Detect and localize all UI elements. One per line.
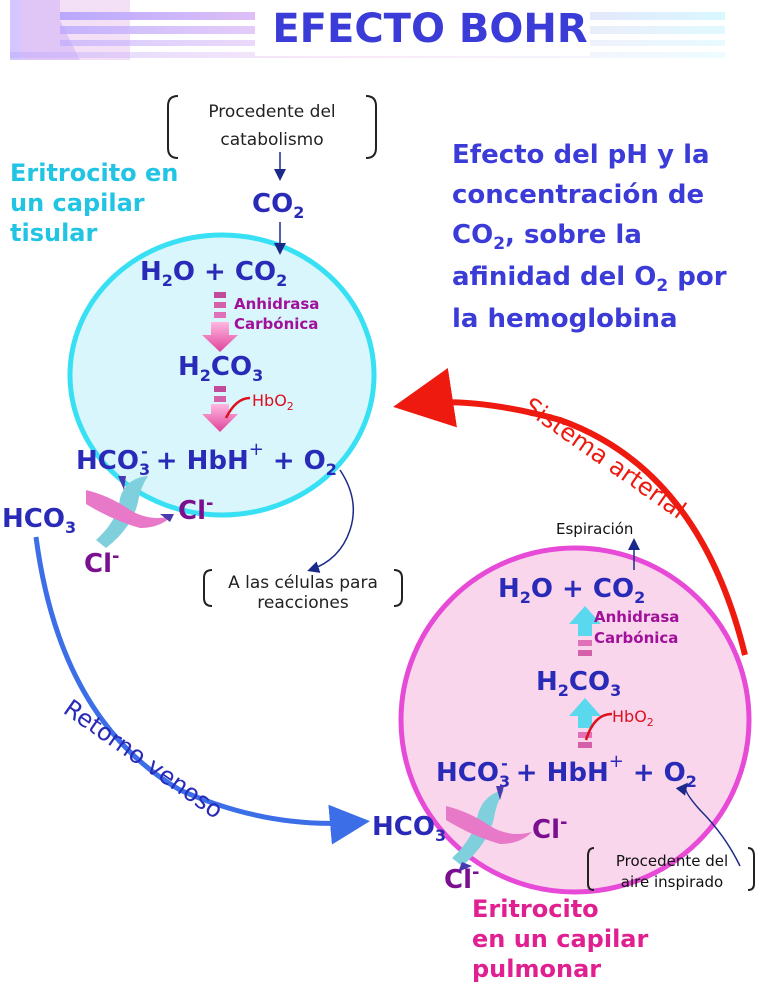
tissue-reaction-2: H2CO3: [178, 352, 263, 385]
svg-text:Eritrocito: Eritrocito: [472, 895, 599, 923]
svg-text:concentración de: concentración de: [452, 180, 704, 210]
svg-text:catabolismo: catabolismo: [220, 130, 323, 150]
tissue-reaction-3: HCO3-+ HbH+ + O2: [76, 439, 337, 479]
lung-hco3: HCO3: [372, 812, 446, 845]
svg-text:reacciones: reacciones: [257, 593, 349, 613]
svg-text:un capilar: un capilar: [10, 189, 145, 217]
header-decoration: [0, 0, 760, 60]
svg-text:HbO2: HbO2: [612, 707, 654, 729]
svg-text:CO2, sobre la: CO2, sobre la: [452, 220, 642, 254]
svg-text:Carbónica: Carbónica: [234, 315, 318, 333]
description: Efecto del pH y la concentración de CO2,…: [452, 140, 727, 334]
venous-return-arrow: [33, 536, 370, 845]
tissue-chloride-exchanger: [86, 476, 174, 548]
expiration-label: Espiración: [556, 520, 633, 538]
cells-destination: A las células para reacciones: [203, 569, 403, 613]
svg-text:la hemoglobina: la hemoglobina: [452, 304, 678, 334]
svg-text:Anhidrasa: Anhidrasa: [234, 295, 319, 313]
svg-text:Eritrocito en: Eritrocito en: [10, 159, 178, 187]
page-title: EFECTO BOHR: [272, 6, 587, 52]
lung-label: Eritrocito en un capilar pulmonar: [472, 895, 648, 983]
svg-text:A las células para: A las células para: [228, 573, 378, 593]
arterial-system-arrow: [393, 368, 748, 656]
lung-chloride-exchanger: [446, 786, 532, 872]
lung-cl-out: Cl-: [532, 812, 567, 845]
tissue-cl-out: Cl-: [178, 493, 213, 526]
svg-text:Procedente del: Procedente del: [616, 852, 728, 870]
svg-text:aire inspirado: aire inspirado: [621, 873, 723, 891]
svg-text:tisular: tisular: [10, 219, 97, 247]
tissue-label: Eritrocito en un capilar tisular: [10, 159, 178, 247]
inspired-air-source: Procedente del aire inspirado: [587, 847, 755, 891]
tissue-hco3: HCO3: [2, 504, 76, 537]
svg-text:Procedente del: Procedente del: [208, 102, 335, 122]
svg-text:en un capilar: en un capilar: [472, 925, 648, 953]
tissue-erythrocyte: [67, 232, 377, 518]
svg-text:Carbónica: Carbónica: [594, 629, 678, 647]
catabolism-source: Procedente del catabolismo: [167, 95, 377, 181]
arterial-system-label: Sistema arterial: [519, 392, 691, 524]
svg-text:Anhidrasa: Anhidrasa: [594, 608, 679, 626]
lung-reaction-3: HCO3-+ HbH+ + O2: [436, 751, 697, 791]
venous-return-label: Retorno venoso: [59, 694, 229, 824]
svg-text:pulmonar: pulmonar: [472, 955, 601, 983]
svg-text:HbO2: HbO2: [252, 391, 294, 413]
lung-reaction-2: H2CO3: [536, 667, 621, 700]
co2-label: CO2: [252, 189, 304, 222]
tissue-cl-in: Cl-: [84, 546, 119, 579]
lung-cl-in: Cl-: [444, 862, 479, 895]
svg-text:afinidad del O2 por: afinidad del O2 por: [452, 262, 727, 296]
svg-text:Efecto del pH y la: Efecto del pH y la: [452, 140, 710, 170]
